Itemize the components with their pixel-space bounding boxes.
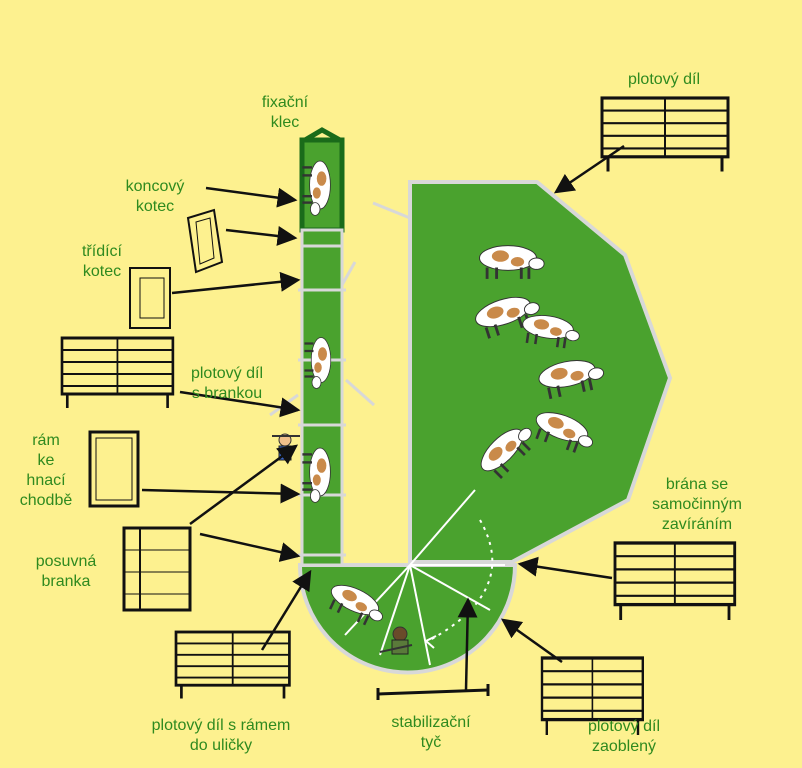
pen-frame-icon bbox=[186, 208, 224, 274]
label-fence-panel-top: plotový díl bbox=[627, 71, 701, 88]
fence-panel-icon bbox=[174, 630, 291, 700]
stabilizer-bar-icon bbox=[376, 684, 490, 700]
label-fixation-cage: fixační klec bbox=[261, 94, 309, 131]
label-end-pen: koncový kotec bbox=[125, 178, 185, 215]
fence-panel-icon bbox=[60, 336, 175, 410]
label-frame-to-drive-alley: rám ke hnací chodbě bbox=[19, 432, 73, 509]
label-sliding-gate: posuvná branka bbox=[35, 553, 97, 590]
pasture-enclosure bbox=[408, 180, 673, 564]
round-gathering-pen bbox=[297, 563, 518, 675]
rotation-arrow bbox=[424, 635, 437, 649]
label-sorting-pen: třídící kotec bbox=[81, 243, 122, 280]
label-self-closing-gate: brána se samočinným zavíráním bbox=[652, 476, 742, 533]
label-fence-panel-with-frame: plotový díl s rámem do uličky bbox=[151, 717, 291, 754]
pen-frame-icon bbox=[129, 267, 171, 329]
pen-frame-icon bbox=[88, 430, 140, 508]
label-fence-panel-with-gate: plotový díl s brankou bbox=[190, 365, 264, 402]
end-pen-box bbox=[300, 228, 344, 248]
fence-panel-icon bbox=[613, 541, 737, 622]
label-stabilizer-bar: stabilizační tyč bbox=[391, 714, 471, 751]
fence-panel-icon bbox=[600, 96, 730, 174]
farmer-icon bbox=[379, 626, 413, 655]
pointer-arrows bbox=[141, 144, 625, 691]
rotation-path bbox=[429, 519, 494, 641]
label-rounded-fence-panel: plotový díl zaoblený bbox=[587, 718, 661, 755]
radial-gates bbox=[344, 489, 505, 666]
pen-frame-icon bbox=[122, 526, 192, 612]
